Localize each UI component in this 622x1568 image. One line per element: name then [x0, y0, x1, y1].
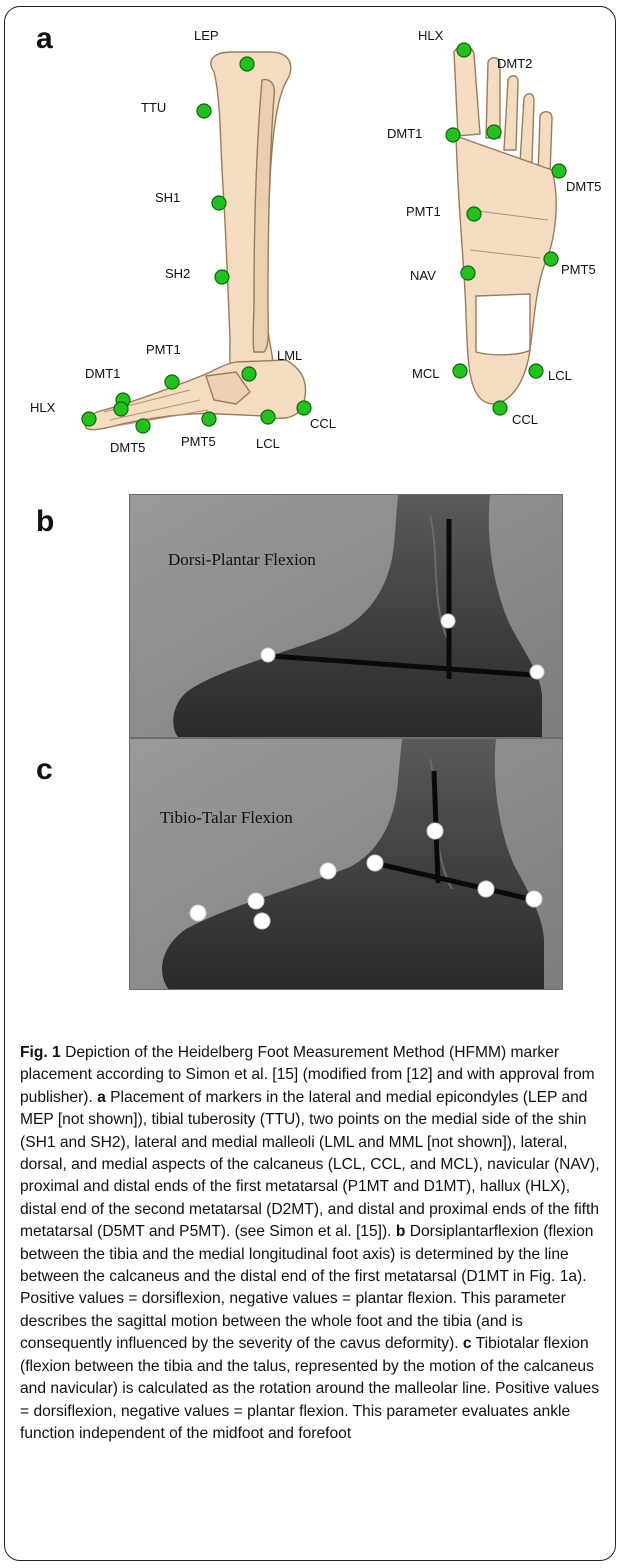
marker-ttu: [197, 104, 211, 118]
label-pmt5-plantar: PMT5: [561, 262, 596, 277]
marker-calcaneus-b: [530, 665, 544, 679]
marker-lcl: [261, 410, 275, 424]
label-pmt1-plantar: PMT1: [406, 204, 441, 219]
marker-lep: [240, 57, 254, 71]
marker-lcl-c: [478, 881, 494, 897]
label-ttu: TTU: [141, 100, 166, 115]
marker-d1mt-b: [261, 648, 275, 662]
panel-b-photo: Dorsi-Plantar Flexion: [129, 494, 563, 738]
marker-dmt5-plantar: [552, 164, 566, 178]
caption-a-label: a: [97, 1089, 106, 1106]
label-lml: LML: [277, 348, 302, 363]
label-sh1: SH1: [155, 190, 180, 205]
panel-a-illustration: LEP TTU SH1 SH2 PMT1 LML DMT1 HLX DMT5 P…: [0, 0, 622, 480]
panel-c-photo: Tibio-Talar Flexion: [129, 738, 563, 990]
caption-figure-label: Fig. 1: [20, 1044, 61, 1061]
panel-c-foot-image: Tibio-Talar Flexion: [130, 739, 563, 990]
caption-b-label: b: [396, 1223, 406, 1240]
panel-b-title: Dorsi-Plantar Flexion: [168, 550, 316, 569]
marker-mcl: [453, 364, 467, 378]
panel-b-letter: b: [36, 505, 54, 539]
marker-nav-c: [367, 855, 383, 871]
label-dmt5-plantar: DMT5: [566, 179, 601, 194]
marker-d5mt-c: [254, 913, 270, 929]
marker-malleolus-c: [427, 823, 443, 839]
marker-d1mt-c: [248, 893, 264, 909]
marker-dmt1-b: [114, 402, 128, 416]
plantar-foot-skeleton: [454, 46, 556, 404]
label-nav: NAV: [410, 268, 436, 283]
label-pmt1: PMT1: [146, 342, 181, 357]
label-dmt5: DMT5: [110, 440, 145, 455]
marker-sh1: [212, 196, 226, 210]
figure-caption: Fig. 1 Depiction of the Heidelberg Foot …: [20, 1042, 605, 1445]
label-dmt2: DMT2: [497, 56, 532, 71]
marker-pmt5: [202, 412, 216, 426]
marker-sh2: [215, 270, 229, 284]
marker-calcaneus-c: [526, 891, 542, 907]
marker-nav: [461, 266, 475, 280]
marker-hlx-c: [190, 905, 206, 921]
hallux-phalanges: [454, 46, 480, 136]
label-dmt1: DMT1: [85, 366, 120, 381]
marker-pmt5-plantar: [544, 252, 558, 266]
tibia-bone: [211, 52, 291, 378]
marker-pmt1-plantar: [467, 207, 481, 221]
label-lcl-plantar: LCL: [548, 368, 572, 383]
label-lcl: LCL: [256, 436, 280, 451]
marker-pmt1: [165, 375, 179, 389]
label-mcl: MCL: [412, 366, 439, 381]
marker-ccl: [297, 401, 311, 415]
marker-ccl-plantar: [493, 401, 507, 415]
marker-dmt2: [487, 125, 501, 139]
label-pmt5: PMT5: [181, 434, 216, 449]
label-dmt1-plantar: DMT1: [387, 126, 422, 141]
marker-p1mt-c: [320, 863, 336, 879]
marker-lcl-plantar: [529, 364, 543, 378]
label-ccl-plantar: CCL: [512, 412, 538, 427]
label-lep: LEP: [194, 28, 219, 43]
marker-dmt1-plantar: [446, 128, 460, 142]
caption-b-text: Dorsiplantarflexion (flexion between the…: [20, 1223, 593, 1352]
marker-malleolus-b: [441, 614, 455, 628]
label-ccl: CCL: [310, 416, 336, 431]
panel-c-letter: c: [36, 753, 53, 787]
marker-hlx-plantar: [457, 43, 471, 57]
marker-lml: [242, 367, 256, 381]
marker-hlx: [82, 412, 96, 426]
panel-c-title: Tibio-Talar Flexion: [160, 808, 293, 827]
caption-c-label: c: [463, 1335, 472, 1352]
label-hlx: HLX: [30, 400, 56, 415]
label-sh2: SH2: [165, 266, 190, 281]
caption-a-text: Placement of markers in the lateral and …: [20, 1089, 600, 1240]
calcaneus-plantar: [476, 294, 530, 355]
panel-b-foot-image: Dorsi-Plantar Flexion: [130, 495, 563, 738]
marker-dmt5: [136, 419, 150, 433]
label-hlx-plantar: HLX: [418, 28, 444, 43]
